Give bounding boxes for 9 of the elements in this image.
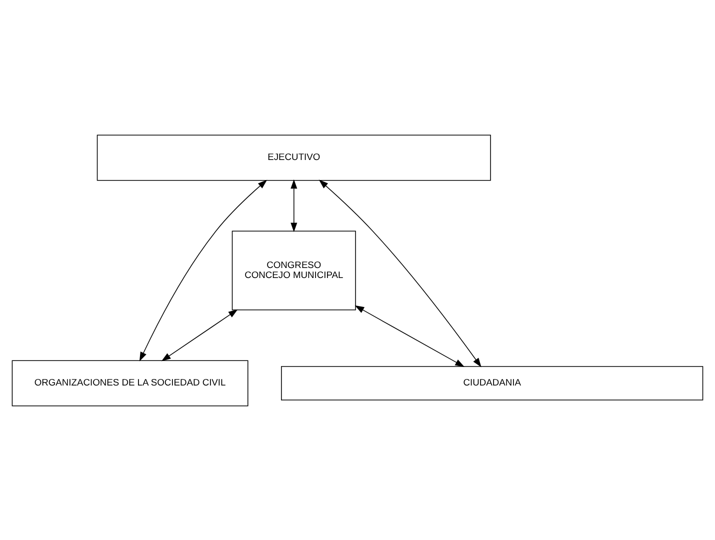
node-box: CIUDADANIA (281, 366, 704, 400)
node-box: CONGRESO CONCEJO MUNICIPAL (232, 230, 356, 310)
arrow (161, 308, 238, 361)
arrow (139, 179, 268, 361)
arrow (318, 179, 482, 367)
arrow (290, 178, 298, 232)
node-box: EJECUTIVO (96, 134, 491, 180)
arrow (354, 304, 465, 367)
node-box: ORGANIZACIONES DE LA SOCIEDAD CIVIL (12, 360, 248, 406)
